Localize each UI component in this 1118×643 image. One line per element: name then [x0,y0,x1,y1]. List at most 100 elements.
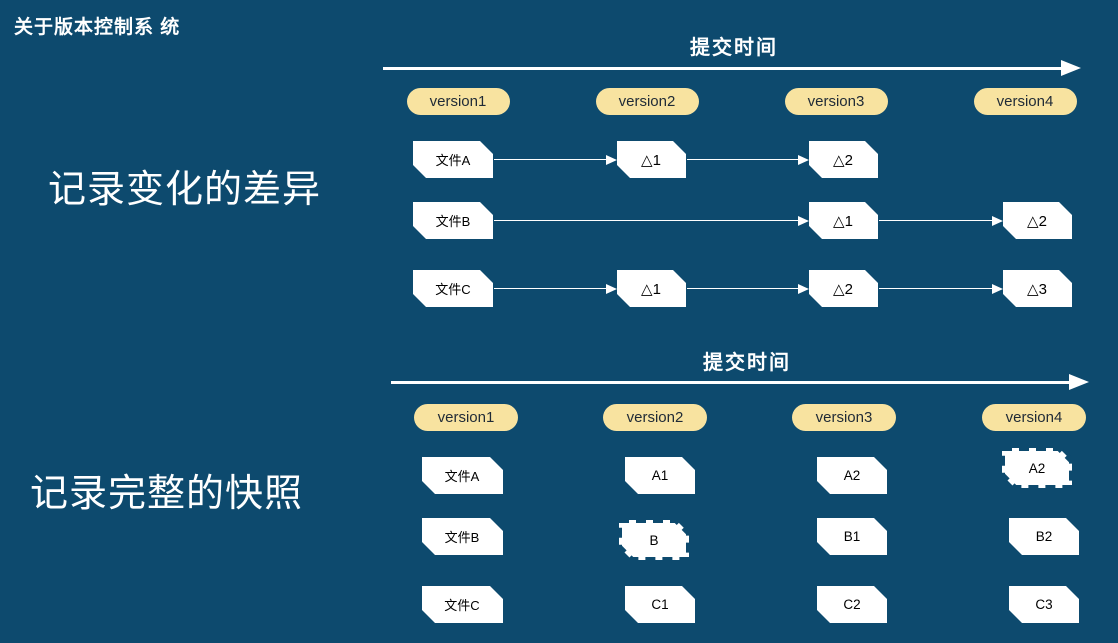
node-shape-outline [817,586,887,623]
node-label: △1 [641,280,661,298]
version-badge: version2 [595,88,699,115]
node-label: △2 [1027,212,1047,230]
node-shape [808,270,878,307]
node-shape-outline [616,141,686,178]
connector-line [878,287,992,290]
timeline-title-diff: 提交时间 [690,37,778,59]
node-label: C3 [1035,597,1053,612]
node-shape [413,141,493,178]
node-shape [1009,586,1079,623]
node-shape-outline [413,141,493,178]
node-shape [413,270,493,307]
node-shape-outline [1009,586,1079,623]
node-shape [421,586,503,623]
node-shape-outline [1009,518,1079,555]
node-shape [421,518,503,555]
connector-arrow-head-icon [797,215,809,226]
node-label: △1 [641,151,661,169]
node-label: 文件B [435,214,471,229]
node-shape [817,586,887,623]
snapshot-node: B1 [817,518,887,555]
version-badge: version3 [784,88,888,115]
node-shape-outline [817,457,887,494]
node-label: B [649,532,659,548]
node-shape [808,202,878,239]
node-shape [413,202,493,239]
node-shape [625,457,695,494]
section-label-snapshot: 记录完整的快照 [30,473,304,515]
delta-node: △1 [616,141,686,178]
node-label: △2 [833,151,853,169]
connector-arrow-head-icon [991,215,1003,226]
node-shape [1002,202,1072,239]
file-node: 文件A [421,457,503,494]
node-shape-outline [808,270,878,307]
node-label: A1 [651,468,669,483]
file-node: 文件C [413,270,493,307]
node-label: 文件C [435,282,471,297]
node-shape-outline [413,202,493,239]
node-label: 文件A [435,153,471,168]
node-shape-outline [619,520,689,560]
connector-line [686,287,798,290]
node-shape-outline [625,586,695,623]
version-badge: version4 [982,404,1086,431]
node-shape [1002,270,1072,307]
version-badge: version4 [973,88,1077,115]
section-label-diff: 记录变化的差异 [48,169,322,211]
file-node: 文件B [421,518,503,555]
timeline-arrow-line [383,67,1063,70]
snapshot-node: C2 [817,586,887,623]
node-shape [1002,448,1072,488]
connector-line [878,219,992,222]
node-shape-outline [817,518,887,555]
node-shape [1009,518,1079,555]
file-node: 文件B [413,202,493,239]
node-shape [808,141,878,178]
node-shape-outline [421,457,503,494]
connector-arrow-head-icon [797,154,809,165]
snapshot-node: A2 [817,457,887,494]
timeline-title-snapshot: 提交时间 [703,352,791,374]
connector-arrow-head-icon [797,283,809,294]
node-label: A2 [1028,460,1046,476]
timeline-arrow-head-icon [1069,374,1089,390]
file-node: 文件C [421,586,503,623]
timeline-arrow-head-icon [1061,60,1081,76]
node-shape [616,270,686,307]
node-shape-outline [413,270,493,307]
snapshot-node-dashed: A2 [1002,448,1072,488]
node-shape-outline [421,518,503,555]
node-shape-outline [625,457,695,494]
node-label: B2 [1035,529,1053,544]
node-label: 文件C [444,598,480,613]
node-label: C2 [843,597,861,612]
node-label: △1 [833,212,853,230]
connector-arrow-head-icon [991,283,1003,294]
version-badge: version2 [603,404,707,431]
node-label: A2 [843,468,861,483]
node-shape-outline [1002,202,1072,239]
snapshot-node: B2 [1009,518,1079,555]
delta-node: △2 [808,141,878,178]
file-node: 文件A [413,141,493,178]
node-label: 文件B [444,530,480,545]
node-label: 文件A [444,469,480,484]
node-label: C1 [651,597,669,612]
node-label: △3 [1027,280,1047,298]
node-label: B1 [843,529,861,544]
node-shape-outline [808,141,878,178]
node-shape-outline [808,202,878,239]
snapshot-node-dashed: B [619,520,689,560]
node-shape-outline [1002,270,1072,307]
connector-arrow-head-icon [605,283,617,294]
node-shape [619,520,689,560]
node-shape-outline [616,270,686,307]
connector-line [686,158,798,161]
node-shape [817,457,887,494]
snapshot-node: C3 [1009,586,1079,623]
connector-arrow-head-icon [605,154,617,165]
node-shape [625,586,695,623]
node-label: △2 [833,280,853,298]
node-shape-outline [1002,448,1072,488]
